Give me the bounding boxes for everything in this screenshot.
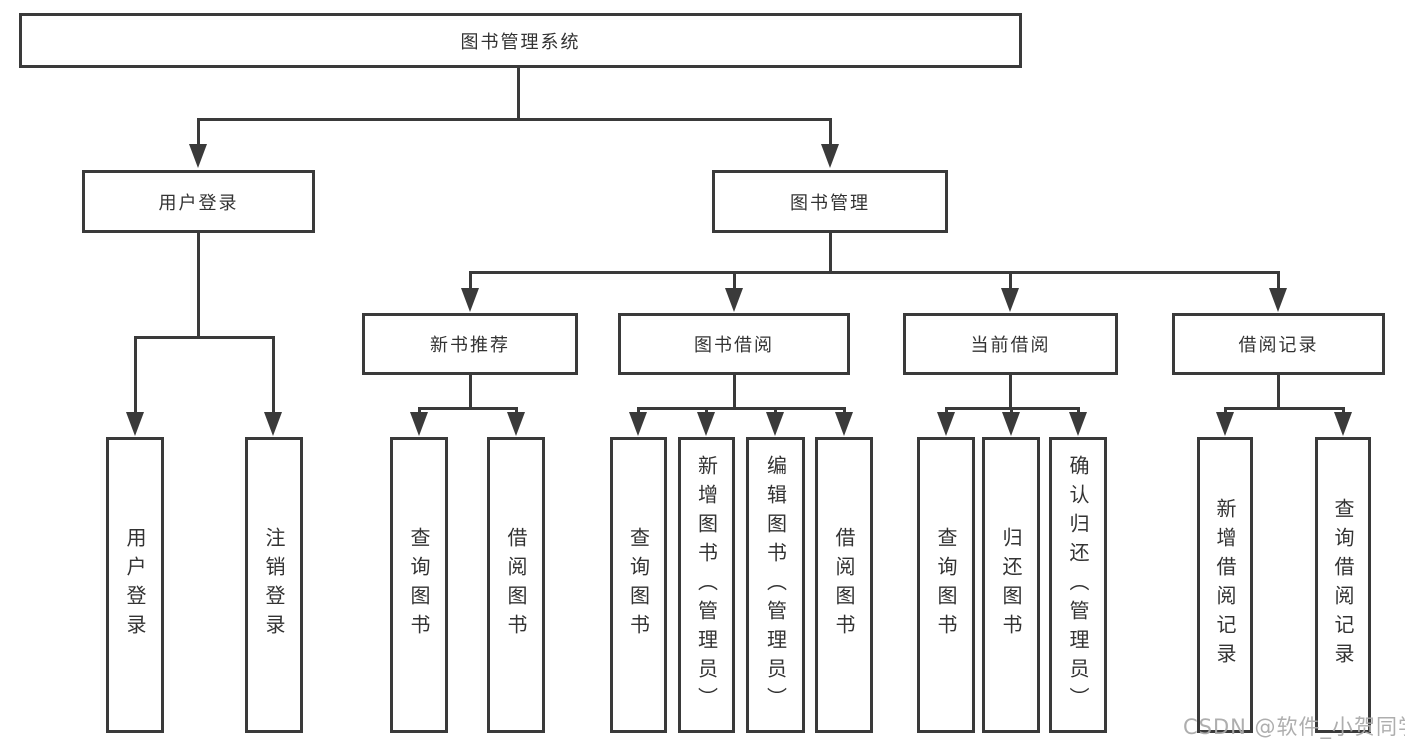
leaf-edit-books-admin: 编辑图书（管理员） (746, 437, 805, 733)
leaf-query-books-current: 查询图书 (917, 437, 975, 733)
leaf-add-books-admin: 新增图书（管理员） (678, 437, 735, 733)
leaf-add-borrow-record: 新增借阅记录 (1197, 437, 1253, 733)
arrowhead-icon (1216, 412, 1234, 436)
connector-line (1009, 375, 1012, 407)
node-book-borrow: 图书借阅 (618, 313, 850, 375)
arrowhead-icon (821, 144, 839, 168)
node-book-management: 图书管理 (712, 170, 948, 233)
arrowhead-icon (1001, 288, 1019, 312)
arrowhead-icon (461, 288, 479, 312)
connector-line (469, 375, 472, 407)
arrowhead-icon (264, 412, 282, 436)
arrowhead-icon (1269, 288, 1287, 312)
leaf-borrow-books: 借阅图书 (815, 437, 873, 733)
leaf-user-login: 用户登录 (106, 437, 164, 733)
arrowhead-icon (1334, 412, 1352, 436)
leaf-return-books: 归还图书 (982, 437, 1040, 733)
arrowhead-icon (1069, 412, 1087, 436)
csdn-watermark: CSDN @软件_小贺同学 (1183, 715, 1405, 739)
connector-line (469, 271, 1279, 274)
node-borrow-records: 借阅记录 (1172, 313, 1385, 375)
arrowhead-icon (937, 412, 955, 436)
node-root: 图书管理系统 (19, 13, 1022, 68)
arrowhead-icon (189, 144, 207, 168)
connector-line (637, 407, 845, 410)
arrowhead-icon (697, 412, 715, 436)
arrowhead-icon (126, 412, 144, 436)
arrowhead-icon (507, 412, 525, 436)
leaf-query-books-borrow: 查询图书 (610, 437, 667, 733)
leaf-confirm-return-admin: 确认归还（管理员） (1049, 437, 1107, 733)
arrowhead-icon (835, 412, 853, 436)
arrowhead-icon (629, 412, 647, 436)
connector-line (418, 407, 517, 410)
connector-line (197, 118, 200, 148)
connector-line (733, 375, 736, 407)
node-current-borrow: 当前借阅 (903, 313, 1118, 375)
arrowhead-icon (1002, 412, 1020, 436)
connector-line (1224, 407, 1343, 410)
connector-line (829, 233, 832, 271)
arrowhead-icon (766, 412, 784, 436)
connector-line (272, 336, 275, 414)
leaf-borrow-books-recommend: 借阅图书 (487, 437, 545, 733)
connector-line (1277, 271, 1280, 291)
connector-line (134, 336, 137, 414)
connector-line (733, 271, 736, 291)
node-new-book-recommend: 新书推荐 (362, 313, 578, 375)
connector-line (517, 68, 520, 118)
connector-line (1009, 271, 1012, 291)
arrowhead-icon (725, 288, 743, 312)
leaf-logout: 注销登录 (245, 437, 303, 733)
connector-line (1277, 375, 1280, 407)
connector-line (197, 118, 831, 121)
leaf-query-borrow-record: 查询借阅记录 (1315, 437, 1371, 733)
connector-line (829, 118, 832, 148)
leaf-query-books-recommend: 查询图书 (390, 437, 448, 733)
connector-line (197, 233, 200, 336)
node-user-login: 用户登录 (82, 170, 315, 233)
connector-line (469, 271, 472, 291)
arrowhead-icon (410, 412, 428, 436)
connector-line (134, 336, 275, 339)
